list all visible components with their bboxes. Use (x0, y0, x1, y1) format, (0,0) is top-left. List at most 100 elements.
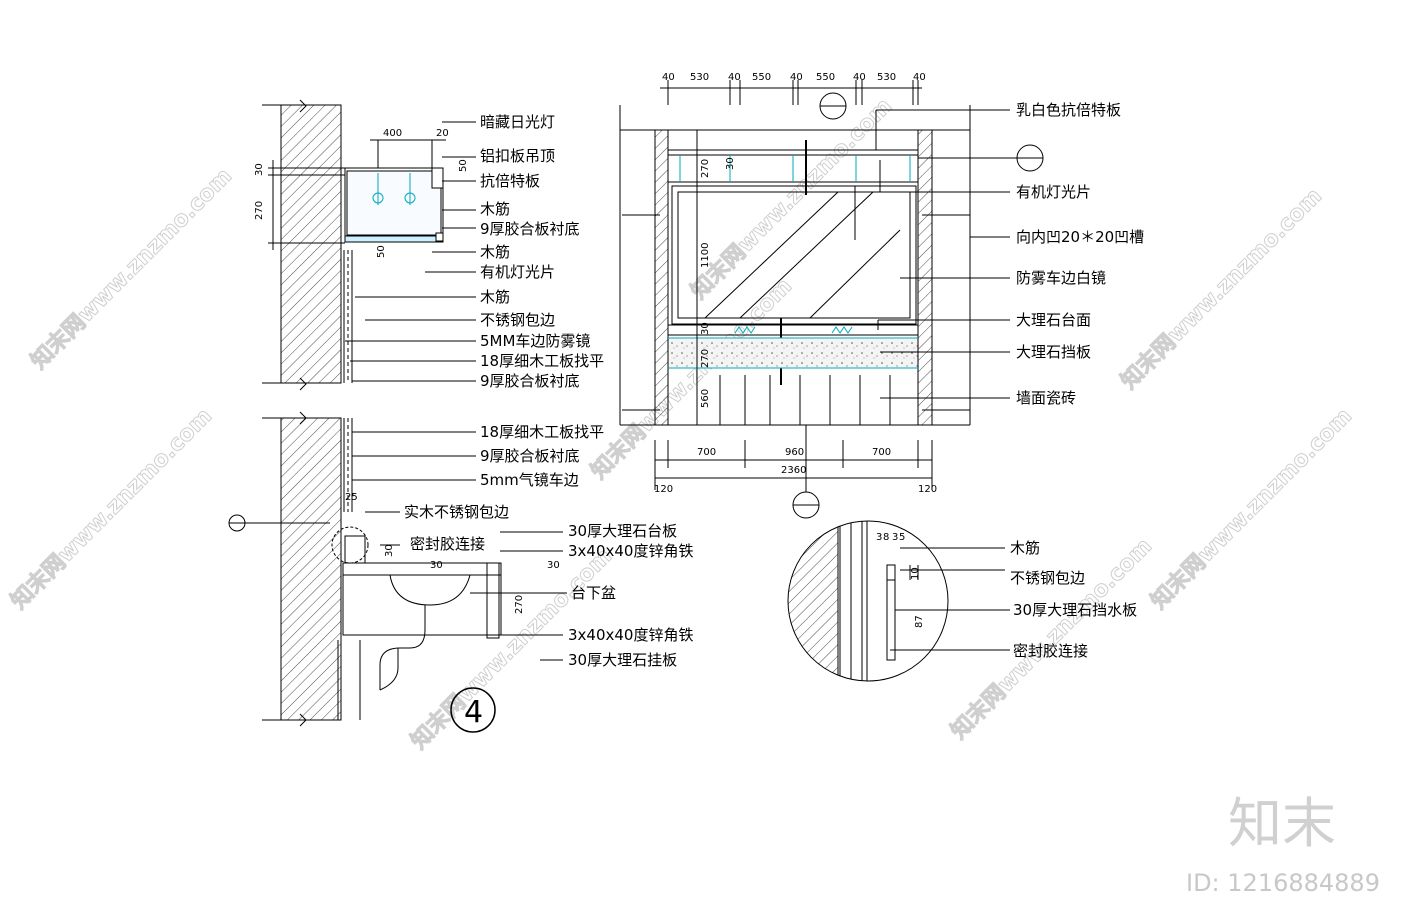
dim-text: 270 (514, 595, 525, 614)
dim-text: 550 (752, 72, 771, 83)
label-sealant-joint: 密封胶连接 (410, 535, 485, 553)
label-marble-countertop: 30厚大理石台板 (568, 522, 677, 540)
label-sealant-joint: 密封胶连接 (1013, 642, 1088, 660)
label-marble-countertop: 大理石台面 (1016, 311, 1091, 329)
elevation-dimensions: 40 530 40 550 40 550 40 530 40 270 30 11… (654, 72, 937, 495)
dim-text: 40 (790, 72, 803, 83)
leader-lines (345, 121, 567, 661)
undermount-basin (389, 574, 471, 606)
dim-text: 30 (430, 560, 443, 571)
label-wall-tile: 墙面瓷砖 (1016, 389, 1076, 407)
dim-text: 1100 (700, 243, 711, 268)
dim-text: 30 (254, 163, 265, 176)
dim-text: 3 (876, 532, 882, 543)
dim-text: 400 (383, 128, 402, 139)
dim-text: 40 (662, 72, 675, 83)
vanity-apron (342, 574, 502, 636)
left-dimensions: 400 20 50 30 270 50 25 30 30 30 270 (254, 128, 560, 614)
dim-text: 25 (345, 492, 358, 503)
dim-text: 5 (899, 532, 905, 543)
label-blockboard-leveling: 18厚细木工板找平 (480, 423, 604, 441)
dim-text: 120 (654, 484, 673, 495)
left-section-drawing (228, 99, 567, 733)
label-acrylic-light-sheet: 有机灯光片 (1016, 183, 1091, 201)
dim-text: 120 (918, 484, 937, 495)
brand-logo-text: 知末 (1228, 792, 1336, 855)
label-galvanized-angle: 3x40x40度锌角铁 (568, 542, 693, 560)
dim-text: 50 (458, 159, 469, 172)
dim-text: 2360 (781, 465, 806, 476)
dim-text: 8 (883, 532, 889, 543)
label-aluminum-ceiling: 铝扣板吊顶 (480, 147, 555, 165)
label-wood-strip: 木筋 (480, 288, 510, 306)
label-recessed-groove: 向内凹20＊20凹槽 (1016, 228, 1144, 246)
detail-number: 4 (464, 695, 483, 730)
marble-counter-top (667, 324, 919, 336)
label-antifog-mirror: 防雾车边白镜 (1016, 269, 1106, 287)
watermark-text: 知末网www.znzmo.com (586, 273, 797, 484)
label-white-compact-board: 乳白色抗倍特板 (1016, 101, 1121, 119)
label-blockboard-leveling: 18厚细木工板找平 (480, 352, 604, 370)
dim-text: 30 (384, 544, 395, 557)
dim-text: 270 (700, 349, 711, 368)
left-section-labels: 暗藏日光灯 铝扣板吊顶 抗倍特板 木筋 9厚胶合板衬底 木筋 有机灯光片 木筋 … (404, 113, 693, 669)
dim-text: 30 (547, 560, 560, 571)
detail-number-circle (450, 687, 496, 733)
mirror (671, 185, 917, 325)
watermark-text: 知末网www.znzmo.com (946, 533, 1157, 744)
label-concealed-light: 暗藏日光灯 (480, 113, 555, 131)
dim-text: 40 (853, 72, 866, 83)
marble-backsplash (667, 337, 919, 369)
circular-detail (787, 520, 1010, 682)
dim-text: 40 (913, 72, 926, 83)
elevation-drawing (619, 80, 1044, 519)
label-marble-splash-board: 30厚大理石挡水板 (1013, 601, 1137, 619)
drain-pipe (379, 605, 426, 691)
dim-text: 10 (910, 567, 921, 580)
dim-text: 550 (816, 72, 835, 83)
watermark-text: 知末网www.znzmo.com (6, 403, 217, 614)
detail-labels: 木筋 不锈钢包边 30厚大理石挡水板 密封胶连接 3 8 3 5 10 87 (876, 532, 1137, 660)
label-stainless-trim: 不锈钢包边 (1010, 569, 1085, 587)
label-acrylic-light-sheet: 有机灯光片 (480, 263, 555, 281)
dim-text: 87 (914, 615, 925, 628)
label-galvanized-angle: 3x40x40度锌角铁 (568, 626, 693, 644)
dim-text: 560 (700, 389, 711, 408)
watermark-text: 知末网www.znzmo.com (1146, 403, 1357, 614)
dim-text: 700 (872, 447, 891, 458)
upper-wall-hatch (280, 104, 342, 384)
dim-text: 20 (436, 128, 449, 139)
dim-text: 700 (697, 447, 716, 458)
dim-text: 270 (254, 201, 265, 220)
dim-text: 30 (725, 157, 736, 170)
label-plywood-base: 9厚胶合板衬底 (480, 447, 580, 465)
watermark-text: 知末网www.znzmo.com (1116, 183, 1327, 394)
label-wood-strip: 木筋 (480, 200, 510, 218)
label-stainless-trim: 不锈钢包边 (480, 311, 555, 329)
image-id: ID: 1216884889 (1186, 869, 1380, 897)
dim-text: 530 (877, 72, 896, 83)
label-compact-board: 抗倍特板 (480, 172, 540, 190)
dim-text: 530 (690, 72, 709, 83)
label-wood-stainless-trim: 实木不锈钢包边 (404, 503, 509, 521)
dim-text: 40 (728, 72, 741, 83)
left-wall-column (654, 129, 669, 426)
marble-counter (342, 562, 502, 576)
dim-text: 30 (700, 322, 711, 335)
label-wood-strip: 木筋 (480, 243, 510, 261)
label-antifog-mirror: 5MM车边防雾镜 (480, 332, 590, 350)
label-undermount-basin: 台下盆 (571, 584, 616, 602)
dim-text: 270 (700, 159, 711, 178)
lower-wall-hatch (280, 417, 342, 721)
label-marble-backsplash: 大理石挡板 (1016, 343, 1091, 361)
dim-text: 50 (376, 245, 387, 258)
label-wood-strip: 木筋 (1010, 539, 1040, 557)
detail-marble-splash (886, 579, 896, 661)
detail-wall-hatch (788, 521, 839, 681)
label-beveled-mirror: 5mm气镜车边 (480, 471, 579, 489)
label-plywood-base: 9厚胶合板衬底 (480, 220, 580, 238)
elevation-labels: 乳白色抗倍特板 有机灯光片 向内凹20＊20凹槽 防雾车边白镜 大理石台面 大理… (1016, 101, 1144, 407)
dim-text: 3 (892, 532, 898, 543)
label-plywood-base: 9厚胶合板衬底 (480, 372, 580, 390)
